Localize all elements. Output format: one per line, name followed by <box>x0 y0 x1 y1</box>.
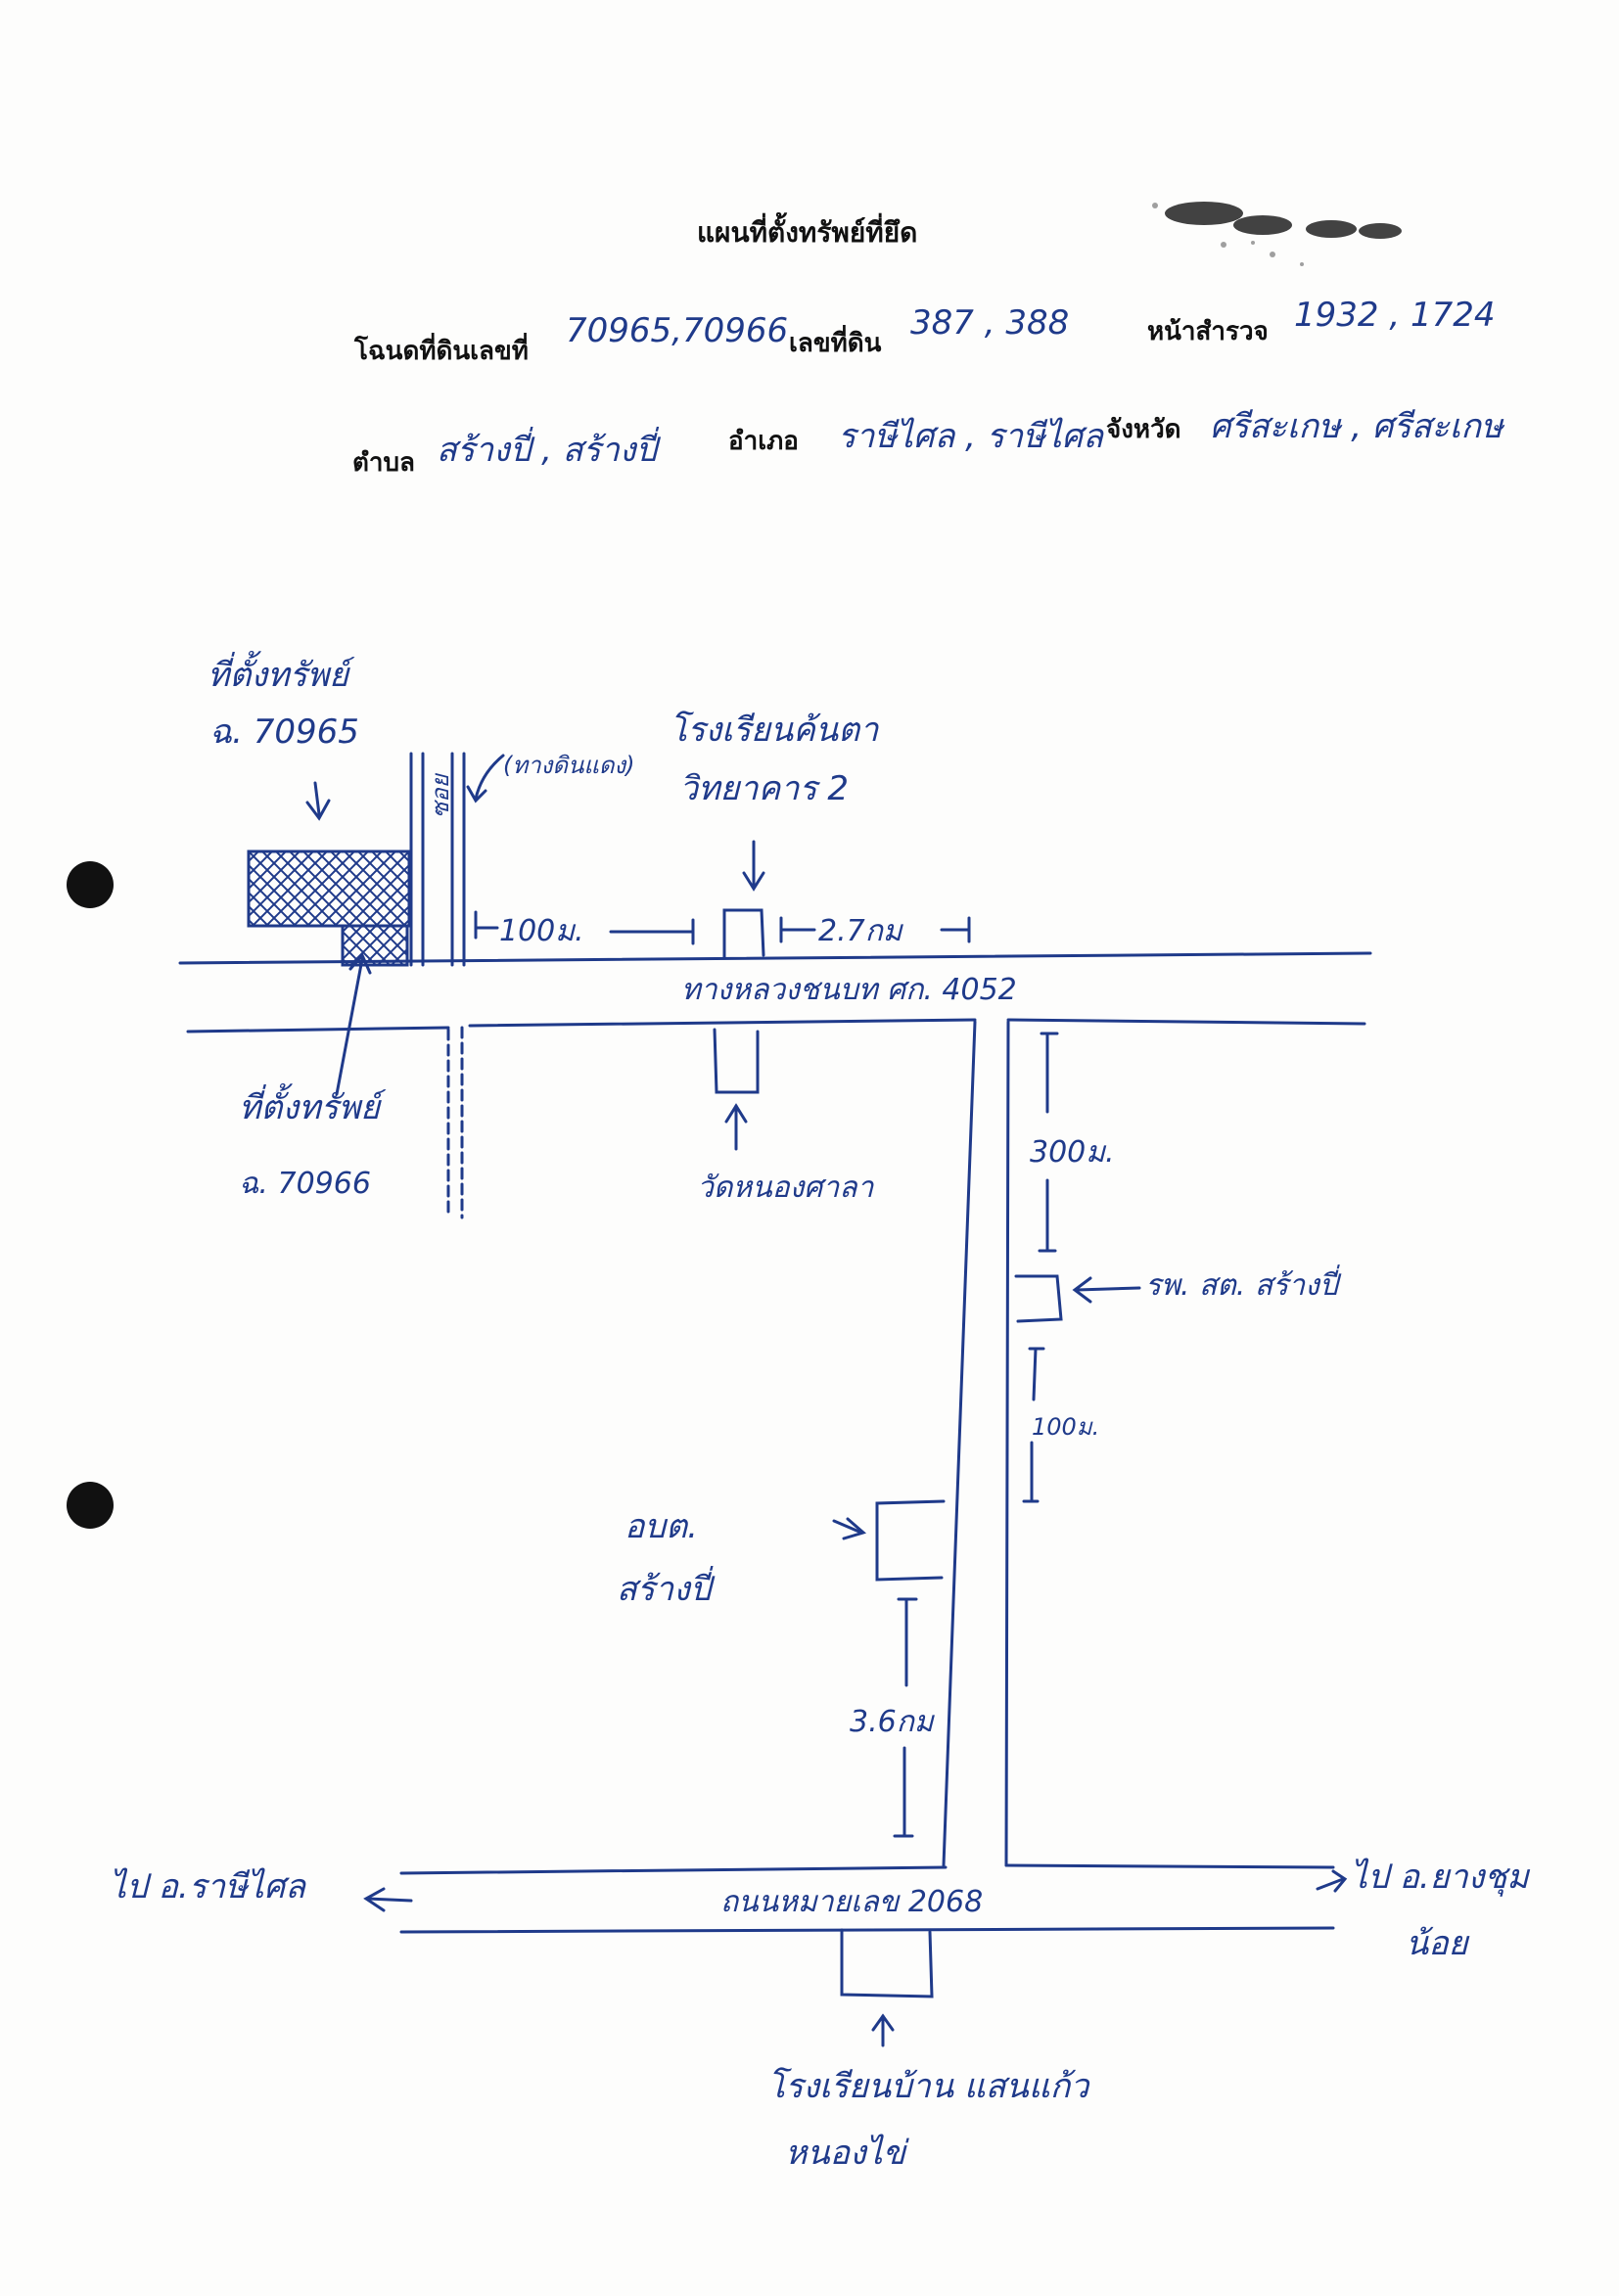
school-1-label-line2: วิทยาคาร 2 <box>679 769 850 808</box>
province-value: ศรีสะเกษ , ศรีสะเกษ <box>1210 407 1503 446</box>
south-road-east-edge <box>1004 1020 1010 1867</box>
dist-3-6km-label: 3.6กม <box>850 1705 934 1739</box>
deed-value: 70965,70966 <box>566 311 789 350</box>
sao-label-line2: สร้างปี่ <box>617 1570 712 1609</box>
main-road-bottom-edge-far-east <box>1006 1018 1366 1026</box>
highway-2068-top-edge <box>399 1865 948 1875</box>
land-no-value: 387 , 388 <box>910 303 1070 343</box>
subdistrict-label: ตำบล <box>352 448 415 478</box>
main-road-bottom-edge-west <box>186 1026 450 1033</box>
temple-label: วัดหนองศาลา <box>697 1171 874 1205</box>
highway-2068-label: ถนนหมายเลข 2068 <box>720 1885 984 1919</box>
to-east-label-line1: ไป อ.ยางชุม <box>1351 1858 1529 1897</box>
dist-300m-label: 300ม. <box>1030 1135 1115 1170</box>
sao-label-line1: อบต. <box>624 1507 698 1546</box>
province-label: จังหวัด <box>1106 415 1181 444</box>
sao-box <box>875 1499 946 1582</box>
to-east-label-line2: น้อย <box>1406 1924 1468 1963</box>
school-2-box <box>840 1928 934 1998</box>
district-value: ราษีไศล , ราษีไศล <box>838 417 1103 456</box>
property-parcel-70965 <box>247 850 411 928</box>
land-no-label: เลขที่ดิน <box>789 329 882 358</box>
school-2-label-line2: หนองไข่ <box>785 2134 906 2173</box>
soi-label: ซอย <box>427 774 454 818</box>
dist-100m-right-label: 100ม. <box>1032 1413 1100 1441</box>
dirt-road-label: (ทางดินแดง) <box>503 752 635 779</box>
dist-2-7km-label: 2.7กม <box>818 914 902 948</box>
school-1-label-line1: โรงเรียนค้นตา <box>670 711 879 750</box>
dist-100m-left-label: 100ม. <box>499 914 584 948</box>
property-70966-label-line1: ที่ตั้งทรัพย์ <box>239 1088 381 1127</box>
punch-hole-bottom <box>67 1482 114 1529</box>
main-road-bottom-edge-east <box>468 1018 977 1028</box>
subdistrict-value: สร้างปี่ , สร้างปี่ <box>437 431 658 470</box>
school-2-label-line1: โรงเรียนบ้าน แสนแก้ว <box>767 2067 1089 2106</box>
punch-hole-top <box>67 861 114 908</box>
page-title: แผนที่ตั้งทรัพย์ที่ยึด <box>697 216 918 249</box>
property-70965-label-line1: ที่ตั้งทรัพย์ <box>208 656 349 695</box>
to-west-label: ไป อ.ราษีไศล <box>110 1867 305 1906</box>
property-70965-label-line2: ฉ. 70965 <box>209 712 359 752</box>
temple-box <box>713 1028 760 1094</box>
school-1-box <box>722 908 765 959</box>
highway-2068-bottom-edge <box>399 1926 1335 1934</box>
property-70966-label-line2: ฉ. 70966 <box>239 1167 371 1201</box>
district-label: อำเภอ <box>728 427 799 456</box>
property-parcel-70966 <box>341 924 409 967</box>
hospital-label: รพ. สต. สร้างปี่ <box>1145 1268 1338 1303</box>
deed-label: โฉนดที่ดินเลขที่ <box>354 337 529 366</box>
survey-page-label: หน้าสำรวจ <box>1147 317 1269 346</box>
survey-page-value: 1932 , 1724 <box>1294 296 1496 335</box>
hospital-box <box>1014 1274 1063 1323</box>
south-road-west-edge <box>942 1020 977 1867</box>
main-road-label: ทางหลวงชนบท ศก. 4052 <box>681 973 1017 1007</box>
